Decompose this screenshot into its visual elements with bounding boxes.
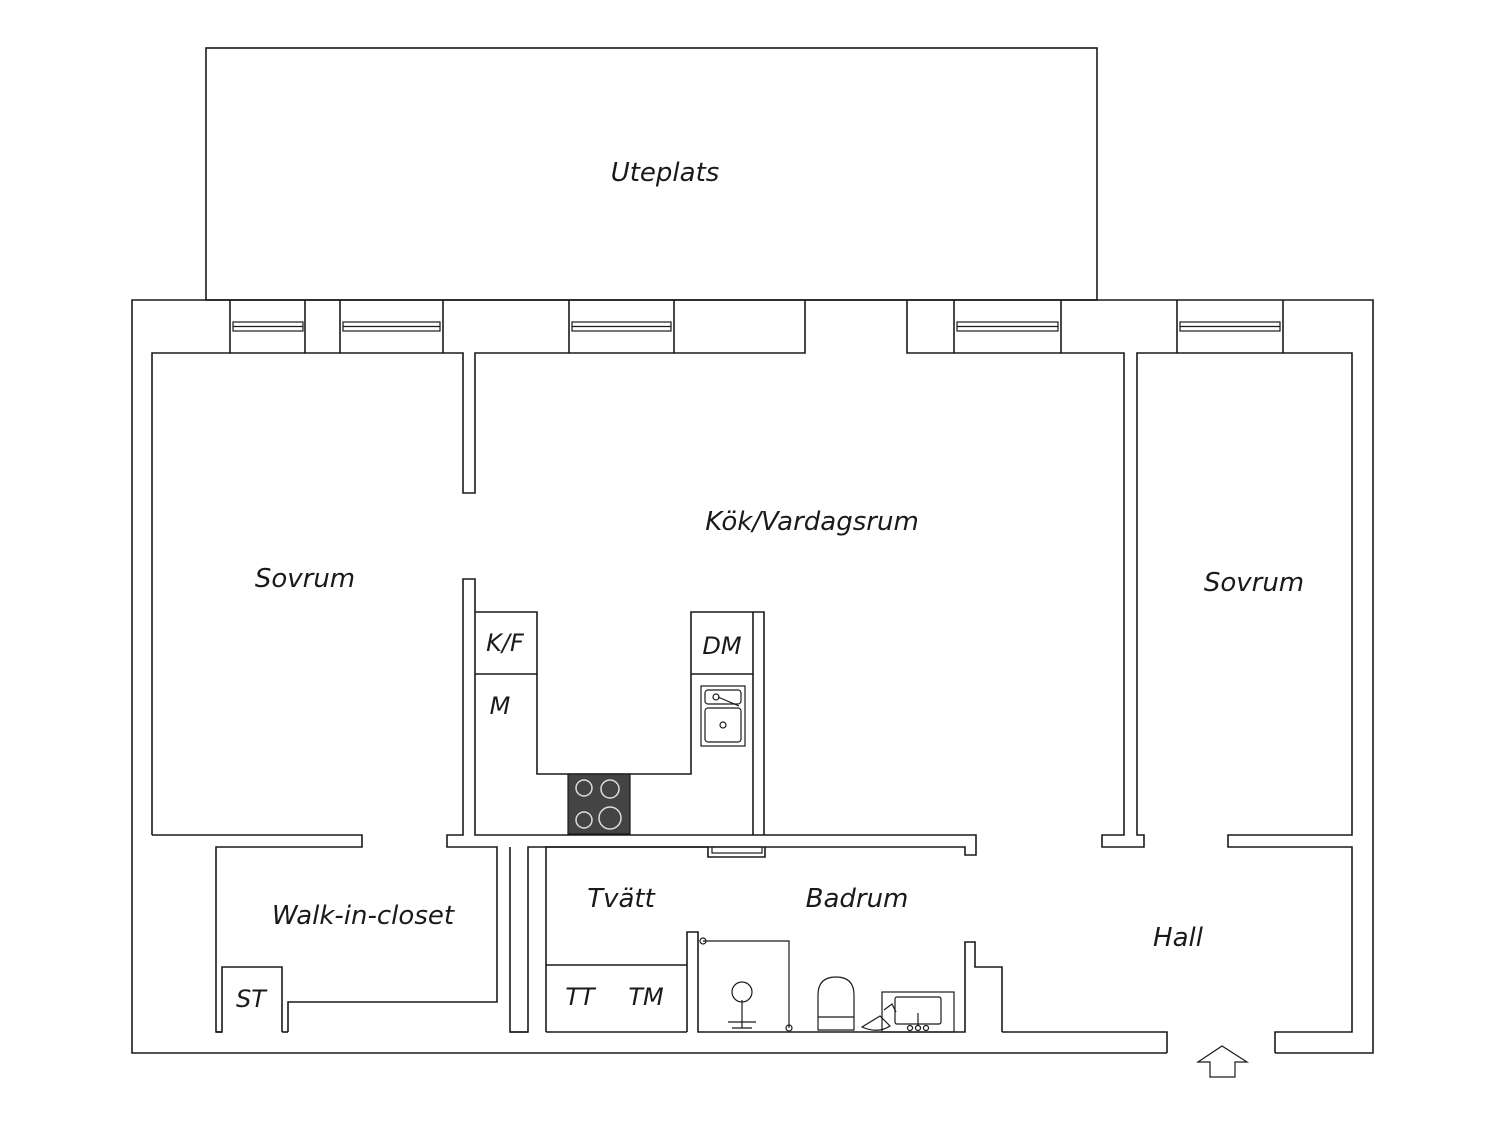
fixture-label-washing-machine: TM — [628, 983, 664, 1011]
room-label-walk-in-closet: Walk-in-closet — [272, 901, 455, 931]
toilet-icon — [817, 976, 855, 1031]
outer-walls — [131, 299, 1374, 1054]
kitchen-counters — [475, 611, 765, 835]
north-wall — [151, 300, 1283, 848]
room-label-bedroom-left: Sovrum — [255, 564, 355, 594]
room-label-bedroom-right: Sovrum — [1204, 568, 1304, 598]
washbasin-icon — [860, 991, 955, 1033]
kitchen-sink-icon — [700, 685, 746, 747]
fixture-label-microwave: M — [490, 692, 511, 720]
room-label-kitchen-living: Kök/Vardagsrum — [705, 507, 919, 537]
room-label-uteplats: Uteplats — [611, 158, 720, 188]
fixture-label-fridge-freezer: K/F — [486, 629, 525, 657]
bathroom-walls — [545, 846, 1003, 1033]
room-label-hall: Hall — [1153, 923, 1204, 953]
stove-icon — [567, 773, 631, 835]
entrance-arrow-icon — [1196, 1045, 1250, 1078]
bedroom-left-walls — [152, 578, 977, 1033]
room-label-bathroom: Badrum — [806, 884, 909, 914]
windows — [232, 321, 1281, 332]
fixture-label-tumble-dryer: TT — [565, 983, 597, 1011]
fixture-label-storage: ST — [236, 985, 268, 1013]
room-label-laundry: Tvätt — [587, 884, 655, 914]
fixture-label-dishwasher: DM — [702, 632, 741, 660]
shower-icon — [699, 937, 793, 1032]
